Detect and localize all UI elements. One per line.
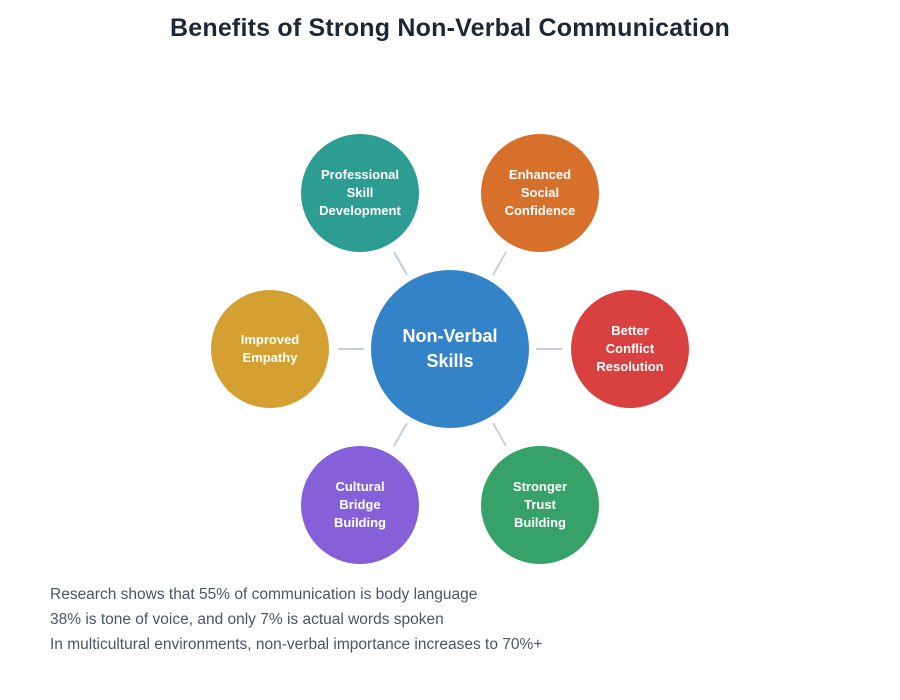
node-label: Better Conflict Resolution (596, 323, 664, 374)
connector-top-left (393, 251, 408, 276)
research-note-line: In multicultural environments, non-verba… (50, 636, 543, 653)
node-label: Non-Verbal Skills (402, 326, 498, 371)
connector-bottom-right (492, 422, 507, 447)
node-cultural-bridge-building: Cultural Bridge Building (301, 446, 419, 564)
node-improved-empathy: Improved Empathy (211, 290, 329, 408)
connector-bottom-left (393, 422, 408, 447)
node-label: Cultural Bridge Building (334, 479, 386, 530)
page-title: Benefits of Strong Non-Verbal Communicat… (169, 14, 731, 42)
node-better-conflict-resolution: Better Conflict Resolution (571, 290, 689, 408)
node-stronger-trust-building: Stronger Trust Building (481, 446, 599, 564)
node-enhanced-social-confidence: Enhanced Social Confidence (481, 134, 599, 252)
research-note-line: Research shows that 55% of communication… (50, 586, 478, 603)
node-professional-skill-development: Professional Skill Development (301, 134, 419, 252)
node-label: Enhanced Social Confidence (504, 167, 576, 218)
research-notes: Research shows that 55% of communication… (50, 582, 850, 657)
node-label: Stronger Trust Building (512, 479, 568, 530)
research-note-line: 38% is tone of voice, and only 7% is act… (50, 611, 444, 628)
node-non-verbal-skills: Non-Verbal Skills (371, 270, 529, 428)
node-label: Improved Empathy (240, 332, 300, 365)
connector-top-right (492, 251, 507, 276)
node-label: Professional Skill Development (319, 167, 401, 218)
